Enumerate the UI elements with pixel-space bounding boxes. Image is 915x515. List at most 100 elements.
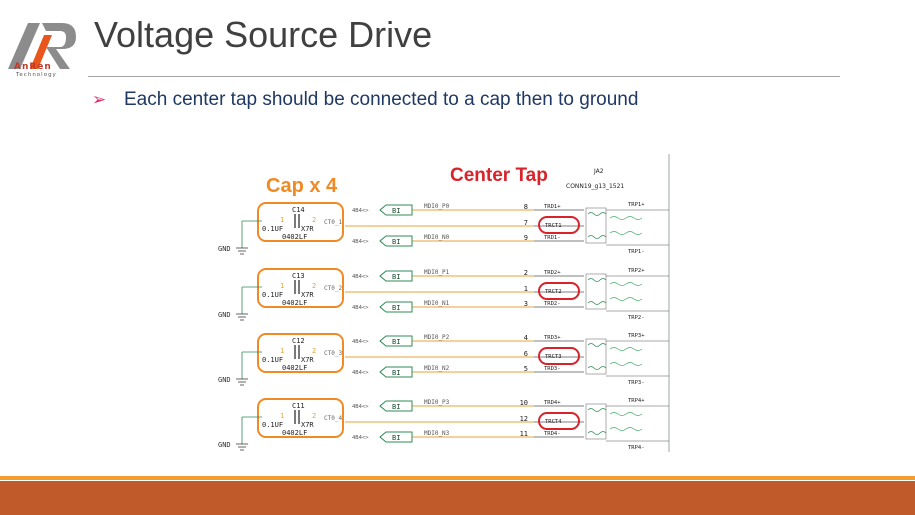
- cap-ref-label: C13: [292, 272, 305, 280]
- bi-label: BI: [392, 273, 400, 281]
- cap-pin-1: 1: [280, 216, 284, 224]
- pin-pos-number: 4: [524, 334, 528, 342]
- ct-net-label: CT0_1: [324, 219, 342, 226]
- pin-ct-number: 12: [520, 415, 528, 423]
- trp-pos-label: TRP3+: [628, 333, 645, 339]
- capacitor-highlight-box: [257, 268, 344, 308]
- common-mode-choke: [609, 282, 643, 301]
- brand-name: AnRen: [14, 62, 52, 72]
- bi-label: BI: [392, 304, 400, 312]
- cap-group-label: Cap x 4: [266, 175, 338, 197]
- common-mode-choke: [609, 412, 643, 431]
- cap-value-label: 0.1UF: [262, 421, 283, 429]
- net-prefix-label: 4B4<>: [352, 274, 369, 280]
- bi-label: BI: [392, 434, 400, 442]
- net-prefix-label: 4B4<>: [352, 339, 369, 345]
- trp-pos-label: TRP4+: [628, 398, 645, 404]
- center-tap-highlight: [538, 282, 580, 300]
- trd-pos-label: TRD1+: [544, 204, 561, 210]
- pos-net-label: MDI0_P0: [424, 203, 450, 210]
- pin-ct-number: 7: [524, 219, 528, 227]
- transformer-box: [585, 403, 607, 440]
- transformer-coil: [587, 343, 607, 370]
- pin-neg-number: 9: [524, 234, 528, 242]
- net-prefix-label: 4B4<>: [352, 239, 369, 245]
- transformer-box: [585, 207, 607, 244]
- cap-dielectric-label: X7R: [301, 291, 314, 299]
- capacitor-highlight-box: [257, 202, 344, 242]
- cap-pin-2: 2: [312, 216, 316, 224]
- connector-ref: JA2: [593, 168, 604, 175]
- logo-orange-stroke: [30, 35, 52, 69]
- center-tap-highlight: [538, 216, 580, 234]
- bi-label: BI: [392, 403, 400, 411]
- cap-ref-label: C14: [292, 206, 305, 214]
- cap-pin-1: 1: [280, 282, 284, 290]
- cap-pin-2: 2: [312, 347, 316, 355]
- net-prefix-label: 4B4<>: [352, 435, 369, 441]
- cap-value-label: 0.1UF: [262, 291, 283, 299]
- net-prefix-label: 4B4<>: [352, 370, 369, 376]
- brand-subtitle: Technology: [16, 72, 57, 78]
- bi-label: BI: [392, 338, 400, 346]
- cap-package-label: 0402LF: [282, 364, 307, 372]
- pin-ct-number: 1: [524, 285, 528, 293]
- net-prefix-label: 4B4<>: [352, 208, 369, 214]
- trp-neg-label: TRP2-: [628, 315, 645, 321]
- trp-neg-label: TRP3-: [628, 380, 645, 386]
- cap-value-label: 0.1UF: [262, 356, 283, 364]
- cap-pin-2: 2: [312, 412, 316, 420]
- ground-symbol-icon: [236, 443, 248, 451]
- neg-net-label: MDI0_N0: [424, 234, 450, 241]
- cap-dielectric-label: X7R: [301, 225, 314, 233]
- cap-dielectric-label: X7R: [301, 421, 314, 429]
- bi-buffer-neg: [379, 431, 413, 443]
- ct-net-label: CT0_4: [324, 415, 342, 422]
- pin-neg-number: 3: [524, 300, 528, 308]
- footer-bar: [0, 481, 915, 515]
- bullet-arrow-icon: ➢: [92, 90, 107, 109]
- trct-label: TRCT2: [545, 289, 562, 295]
- gnd-label: GND: [218, 376, 231, 384]
- gnd-label: GND: [218, 441, 231, 449]
- transformer-box: [585, 338, 607, 375]
- transformer-box: [585, 273, 607, 310]
- bi-buffer-neg: [379, 301, 413, 313]
- ground-symbol-icon: [236, 378, 248, 386]
- net-prefix-label: 4B4<>: [352, 305, 369, 311]
- cap-package-label: 0402LF: [282, 233, 307, 241]
- bi-buffer-neg: [379, 235, 413, 247]
- transformer-coil: [587, 212, 607, 239]
- capacitor-highlight-box: [257, 398, 344, 438]
- bi-buffer-pos: [379, 335, 413, 347]
- pin-neg-number: 5: [524, 365, 528, 373]
- net-prefix-label: 4B4<>: [352, 404, 369, 410]
- pin-ct-number: 6: [524, 350, 528, 358]
- center-tap-highlight: [538, 412, 580, 430]
- anren-logo: [8, 23, 76, 69]
- logo-left-stroke: [8, 23, 40, 69]
- cap-package-label: 0402LF: [282, 299, 307, 307]
- cap-package-label: 0402LF: [282, 429, 307, 437]
- transformer-coil: [587, 408, 607, 435]
- bi-buffer-pos: [379, 204, 413, 216]
- bi-buffer-pos: [379, 270, 413, 282]
- title-divider: [88, 76, 840, 77]
- logo-r-shape: [42, 23, 76, 69]
- slide-title: Voltage Source Drive: [94, 14, 433, 55]
- cap-ref-label: C12: [292, 337, 305, 345]
- trd-pos-label: TRD2+: [544, 270, 561, 276]
- pin-pos-number: 8: [524, 203, 528, 211]
- trp-pos-label: TRP2+: [628, 268, 645, 274]
- trd-neg-label: TRD4-: [544, 431, 561, 437]
- common-mode-choke: [609, 216, 643, 235]
- bi-label: BI: [392, 238, 400, 246]
- capacitor-highlight-box: [257, 333, 344, 373]
- bi-label: BI: [392, 207, 400, 215]
- connector-part: CONN19_g13_1521: [566, 183, 624, 190]
- ground-symbol-icon: [236, 247, 248, 255]
- neg-net-label: MDI0_N1: [424, 300, 450, 307]
- bi-buffer-pos: [379, 400, 413, 412]
- schematic-diagram: Cap x 4 Center Tap JA2 CONN19_g13_1521 B…: [200, 148, 675, 458]
- pos-net-label: MDI0_P3: [424, 399, 450, 406]
